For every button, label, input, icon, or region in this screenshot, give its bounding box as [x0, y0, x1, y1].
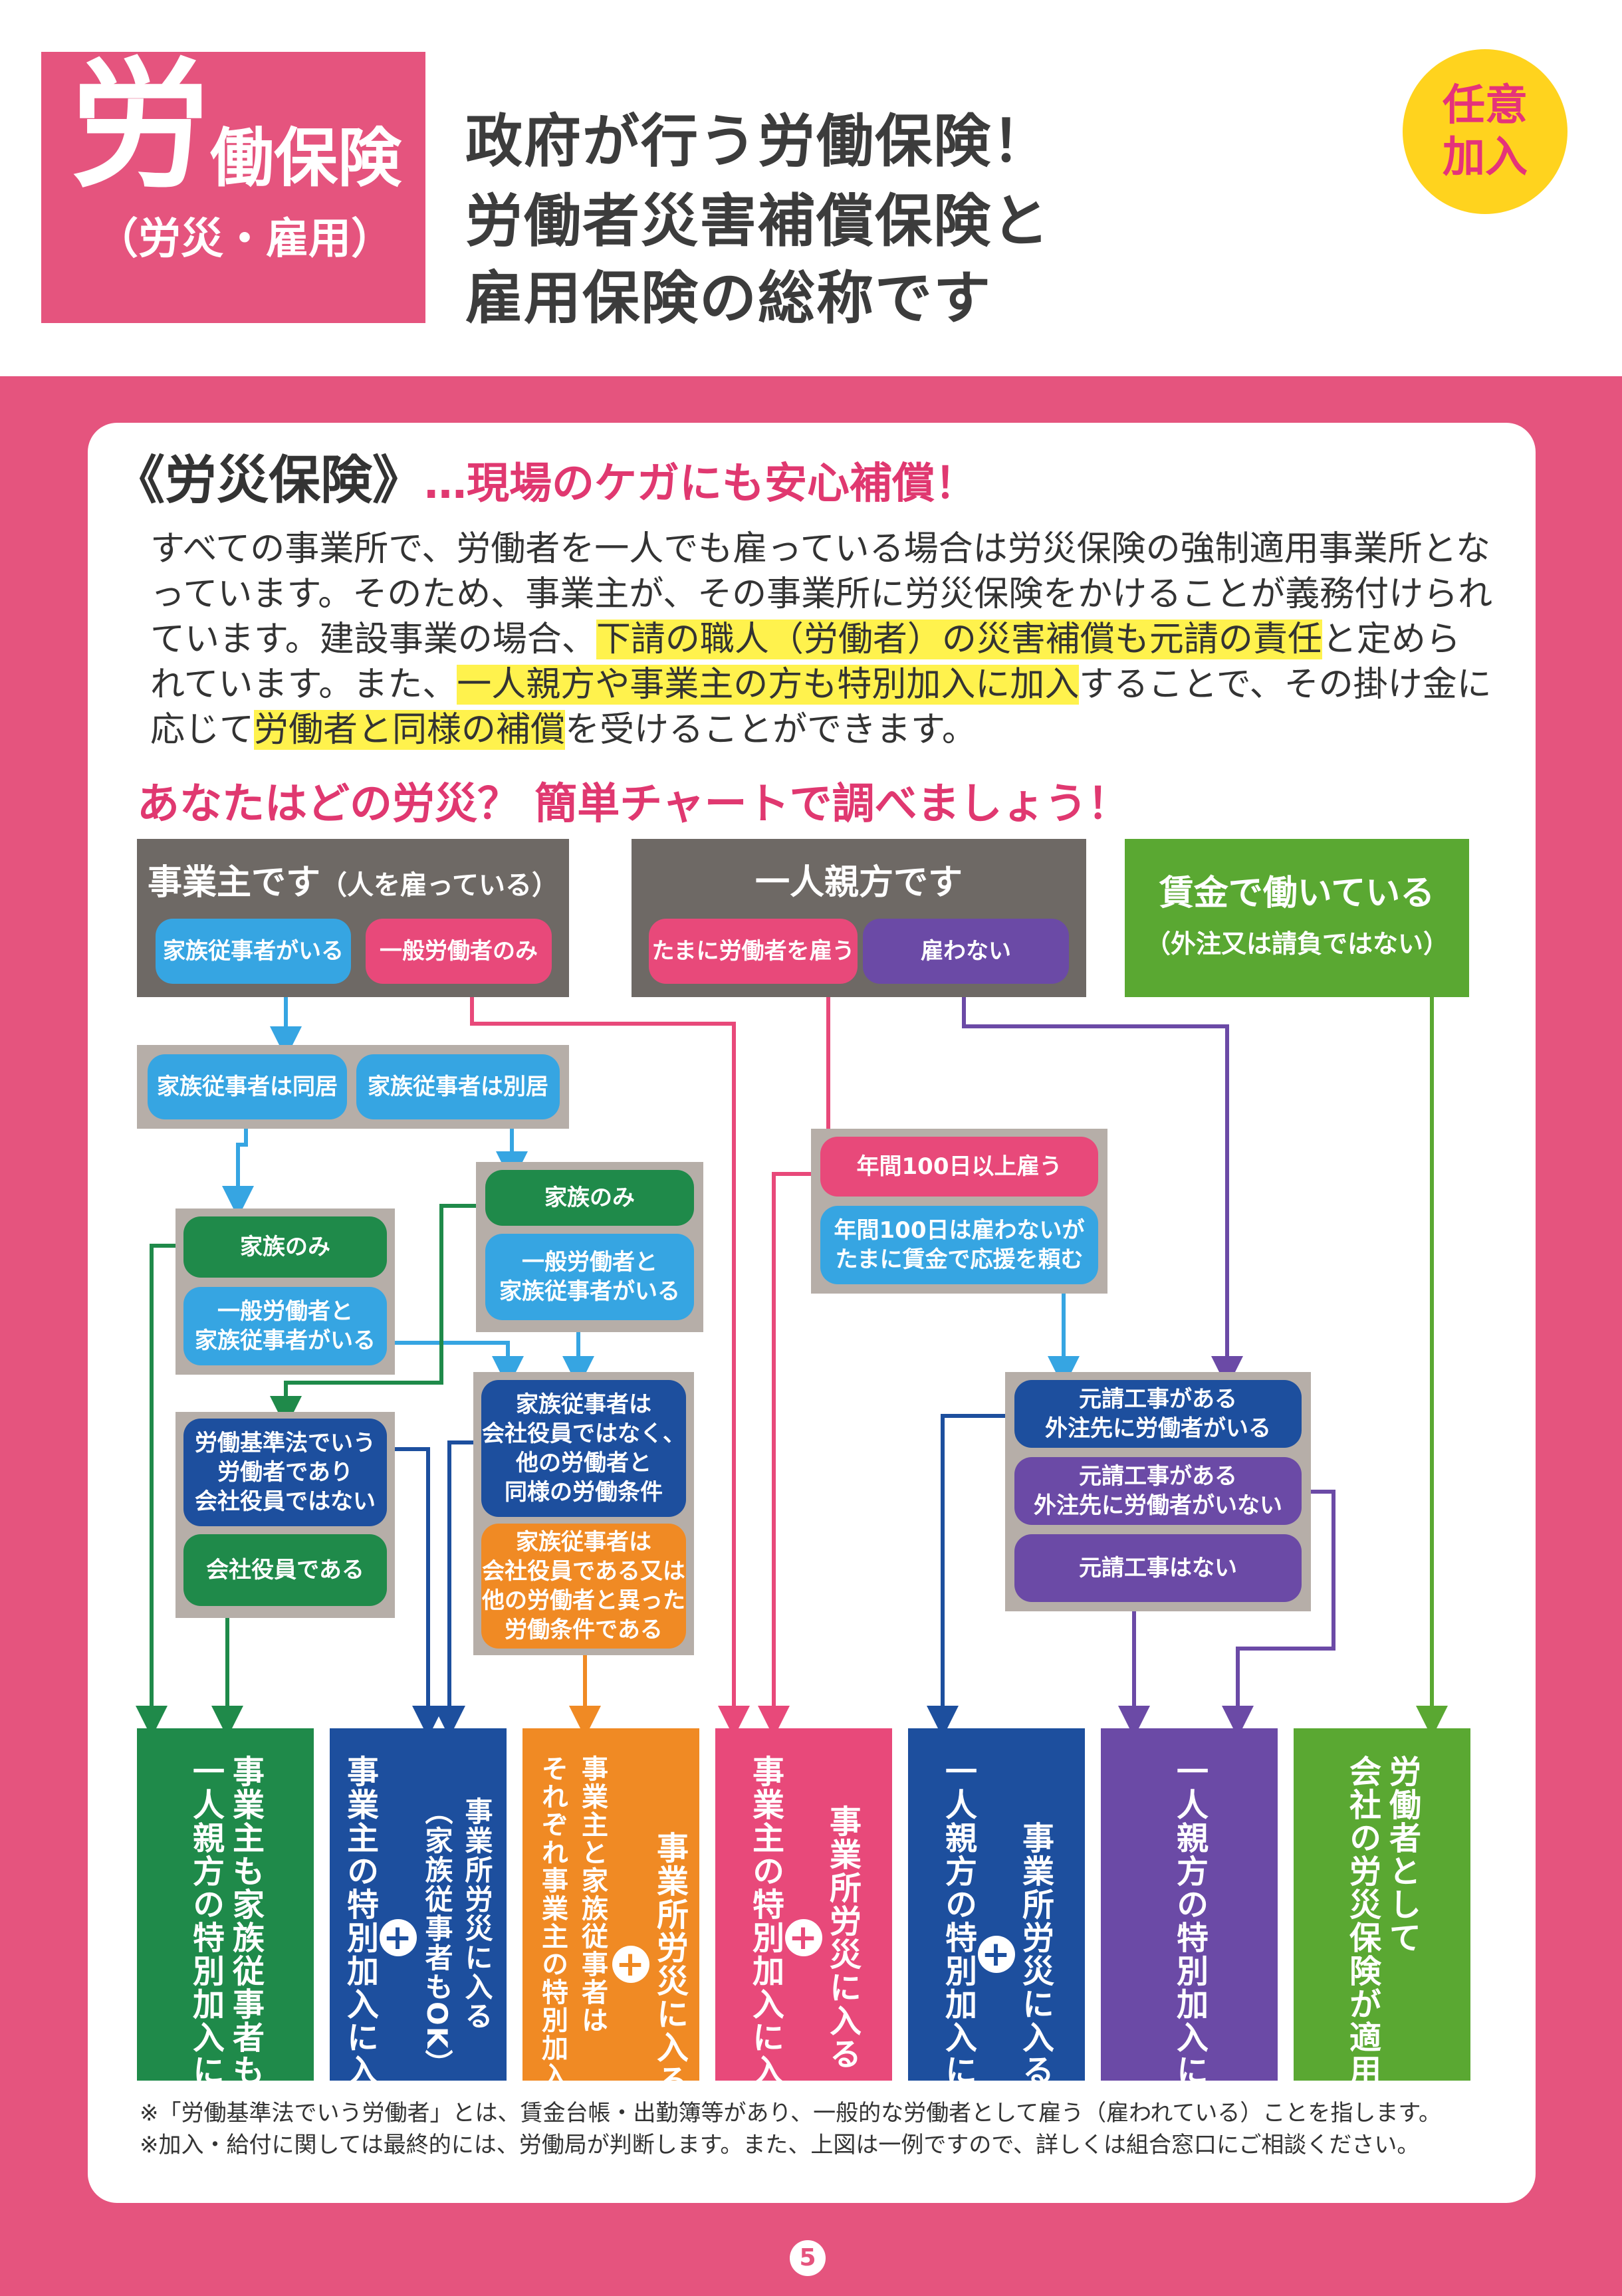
- plus-icon: +: [978, 1934, 1015, 1974]
- chart-title: あなたはどの労災？ 簡単チャートで調べましょう！: [137, 780, 1130, 829]
- wage-worker-box: 賃金で働いている （外注又は請負ではない）: [1125, 839, 1469, 997]
- result-3a-text: 事業所労災に入る: [651, 1831, 688, 2097]
- result-company-insurance: 労働者として 会社の労災保険が適用: [1294, 1728, 1470, 2087]
- family-worker-exists-option: 家族従事者がいる: [156, 919, 351, 984]
- under-100-days-option: 年間100日は雇わないが たまに賃金で応援を頼む: [820, 1206, 1098, 1284]
- page-number: 5: [790, 2240, 826, 2276]
- header-line-2: 労働者災害補償保険と: [465, 188, 1050, 255]
- result-office-plus-employer-pink: 事業所労災に入る + 事業主の特別加入に入る: [715, 1728, 892, 2121]
- separate-option: 家族従事者は別居: [356, 1054, 560, 1119]
- badge-subtitle: （労災・雇用）: [96, 215, 394, 264]
- para-text-3: することで、その掛け金に応じて: [150, 665, 1492, 750]
- employer-label: 事業主です: [147, 863, 320, 903]
- section-title-main: 《労災保険》: [113, 451, 425, 511]
- result-6-text: 一人親方の特別加入に入る: [1171, 1755, 1208, 2154]
- para-text-4: を受けることができます。: [565, 710, 977, 750]
- family-only-option-left: 家族のみ: [183, 1216, 387, 1278]
- result-3b-text: 事業主と家族従事者は それぞれ事業主の特別加入に入る: [537, 1755, 608, 2174]
- result-2b-text: 事業主の特別加入に入る: [341, 1755, 378, 2121]
- prime-without-workers-option: 元請工事がある 外注先に労働者がいない: [1014, 1457, 1302, 1525]
- oyakata-box: 一人親方です たまに労働者を雇う 雇わない: [632, 839, 1086, 997]
- not-officer-same-conditions-option: 家族従事者は 会社役員ではなく、 他の労働者と 同様の労働条件: [481, 1380, 686, 1517]
- prime-with-workers-option: 元請工事がある 外注先に労働者がいる: [1014, 1380, 1302, 1448]
- result-office-plus-each: 事業所労災に入る + 事業主と家族従事者は それぞれ事業主の特別加入に入る: [522, 1728, 699, 2174]
- company-officer-option: 会社役員である: [183, 1534, 387, 1606]
- result-2a-text: 事業所労災に入る （家族従事者もOK）: [421, 1796, 493, 2079]
- labor-standard-box: 労働基準法でいう 労働者であり 会社役員ではない 会社役員である: [175, 1412, 395, 1618]
- wage-sublabel: （外注又は請負ではない）: [1145, 929, 1448, 959]
- result-office-plus-oyakata: 事業所労災に入る + 一人親方の特別加入に入る: [908, 1728, 1085, 2154]
- wage-label: 賃金で働いている: [1159, 873, 1435, 913]
- general-workers-only-option: 一般労働者のみ: [366, 919, 552, 984]
- header-line-1: 政府が行う労働保険！: [465, 108, 1050, 175]
- intro-paragraph: すべての事業所で、労働者を一人でも雇っている場合は労災保険の強制適用事業所となっ…: [150, 526, 1493, 752]
- days-box: 年間100日以上雇う 年間100日は雇わないが たまに賃金で応援を頼む: [811, 1129, 1107, 1294]
- officer-different-conditions-option: 家族従事者は 会社役員である又は 他の労働者と異った 労働条件である: [481, 1524, 686, 1649]
- result-office-plus-employer: 事業所労災に入る （家族従事者もOK） + 事業主の特別加入に入る: [330, 1728, 507, 2121]
- header-line-3: 雇用保険の総称です: [465, 265, 992, 332]
- separate-branch-box: 家族のみ 一般労働者と 家族従事者がいる: [476, 1162, 703, 1332]
- general-and-family-option-right: 一般労働者と 家族従事者がいる: [485, 1234, 694, 1320]
- section-title: 《労災保険》…現場のケガにも安心補償！: [113, 455, 977, 507]
- result-7-text: 労働者として 会社の労災保険が適用: [1343, 1755, 1421, 2087]
- employer-sublabel: （人を雇っている）: [320, 870, 558, 901]
- result-1-text: 事業主も家族従事者も 一人親方の特別加入に入る: [187, 1755, 264, 2154]
- no-hire-option: 雇わない: [863, 919, 1069, 984]
- result-oyakata-special-all: 事業主も家族従事者も 一人親方の特別加入に入る: [137, 1728, 314, 2154]
- footnote-1: ※「労働基準法でいう労働者」とは、賃金台帳・出勤簿等があり、一般的な労働者として…: [140, 2100, 1441, 2126]
- highlight-2: 一人親方や事業主の方も特別加入に加入: [457, 665, 1080, 705]
- badge-title: 働保険: [210, 121, 402, 195]
- para-text-2: と定められています。また、: [150, 620, 1460, 705]
- result-5b-text: 一人親方の特別加入に入る: [939, 1755, 977, 2154]
- prime-contract-box: 元請工事がある 外注先に労働者がいる 元請工事がある 外注先に労働者がいない 元…: [1005, 1372, 1311, 1611]
- general-and-family-option-left: 一般労働者と 家族従事者がいる: [183, 1287, 387, 1365]
- optional-join-badge: 任意 加入: [1403, 49, 1567, 214]
- header-badge: 労 働保険 （労災・雇用）: [41, 52, 425, 323]
- para-text-1: すべての事業所で、労働者を一人でも雇っている場合は労災保険の強制適用事業所となっ…: [150, 529, 1493, 659]
- labor-standard-worker-option: 労働基準法でいう 労働者であり 会社役員ではない: [183, 1419, 387, 1526]
- nini-line-1: 任意: [1443, 81, 1528, 130]
- plus-icon: +: [785, 1918, 822, 1958]
- section-subtitle: …現場のケガにも安心補償！: [424, 459, 978, 509]
- officer-conditions-box: 家族従事者は 会社役員ではなく、 他の労働者と 同様の労働条件 家族従事者は 会…: [473, 1372, 694, 1655]
- result-oyakata-special: 一人親方の特別加入に入る: [1101, 1728, 1278, 2154]
- result-4b-text: 事業主の特別加入に入る: [747, 1755, 784, 2121]
- oyakata-label: 一人親方です: [754, 863, 963, 903]
- cohabit-separate-box: 家族従事者は同居 家族従事者は別居: [137, 1045, 569, 1129]
- sometimes-hire-option: たまに労働者を雇う: [649, 919, 858, 984]
- employer-box: 事業主です（人を雇っている） 家族従事者がいる 一般労働者のみ: [137, 839, 569, 997]
- highlight-3: 労働者と同様の補償: [254, 710, 566, 750]
- cohabit-branch-box: 家族のみ 一般労働者と 家族従事者がいる: [175, 1208, 395, 1375]
- result-4a-text: 事業所労災に入る: [824, 1805, 861, 2071]
- plus-icon: +: [380, 1918, 417, 1958]
- family-only-option-right: 家族のみ: [485, 1170, 694, 1226]
- cohabit-option: 家族従事者は同居: [148, 1054, 347, 1119]
- over-100-days-option: 年間100日以上雇う: [820, 1137, 1098, 1197]
- plus-icon: +: [612, 1944, 649, 1984]
- highlight-1: 下請の職人（労働者）の災害補償も元請の責任: [596, 620, 1322, 659]
- no-prime-contract-option: 元請工事はない: [1014, 1534, 1302, 1602]
- result-5a-text: 事業所労災に入る: [1016, 1821, 1054, 2087]
- nini-line-2: 加入: [1443, 133, 1528, 182]
- badge-big-char: 労: [70, 44, 211, 207]
- footnote-2: ※加入・給付に関しては最終的には、労働局が判断します。また、上図は一例ですので、…: [140, 2132, 1420, 2158]
